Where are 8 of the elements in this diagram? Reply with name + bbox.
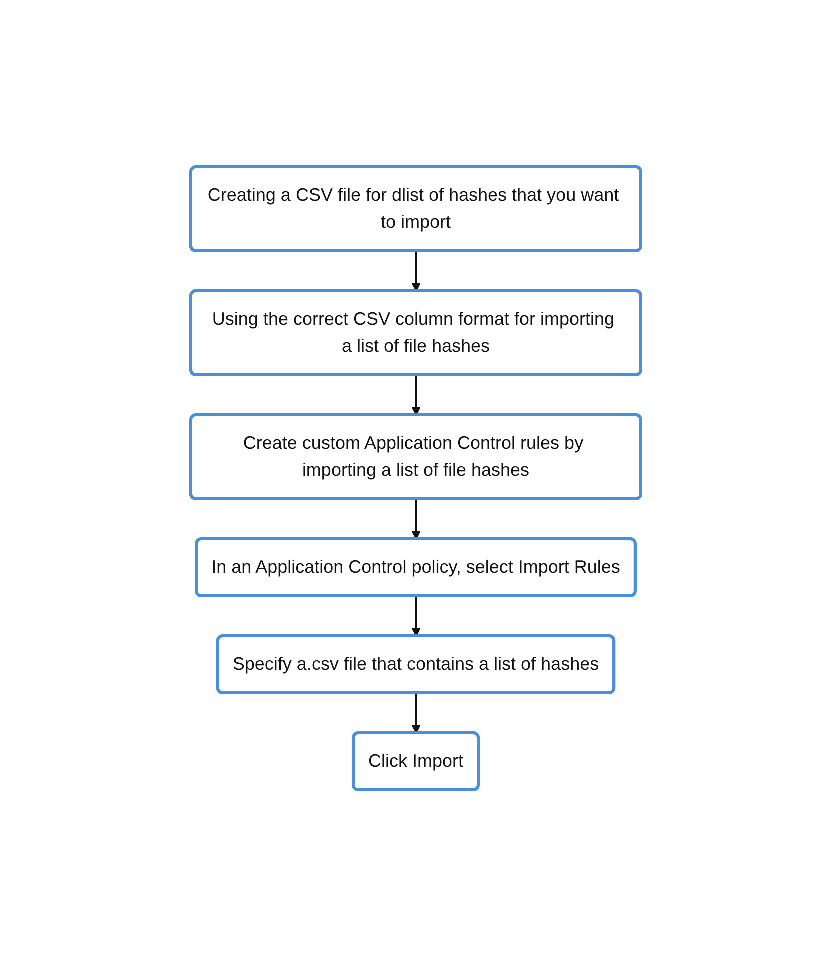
node-text: Creating a CSV file for dlist of hashes that you want to import (208, 184, 620, 232)
arrow (412, 692, 421, 734)
node-text: Create custom Application Control rules by importing a list of file hashes (243, 432, 584, 480)
arrow (412, 498, 421, 540)
arrow (412, 250, 421, 292)
arrow (412, 374, 421, 416)
node-text: Using the correct CSV column format for importing a list of file hashes (212, 308, 615, 356)
arrow (412, 596, 421, 636)
